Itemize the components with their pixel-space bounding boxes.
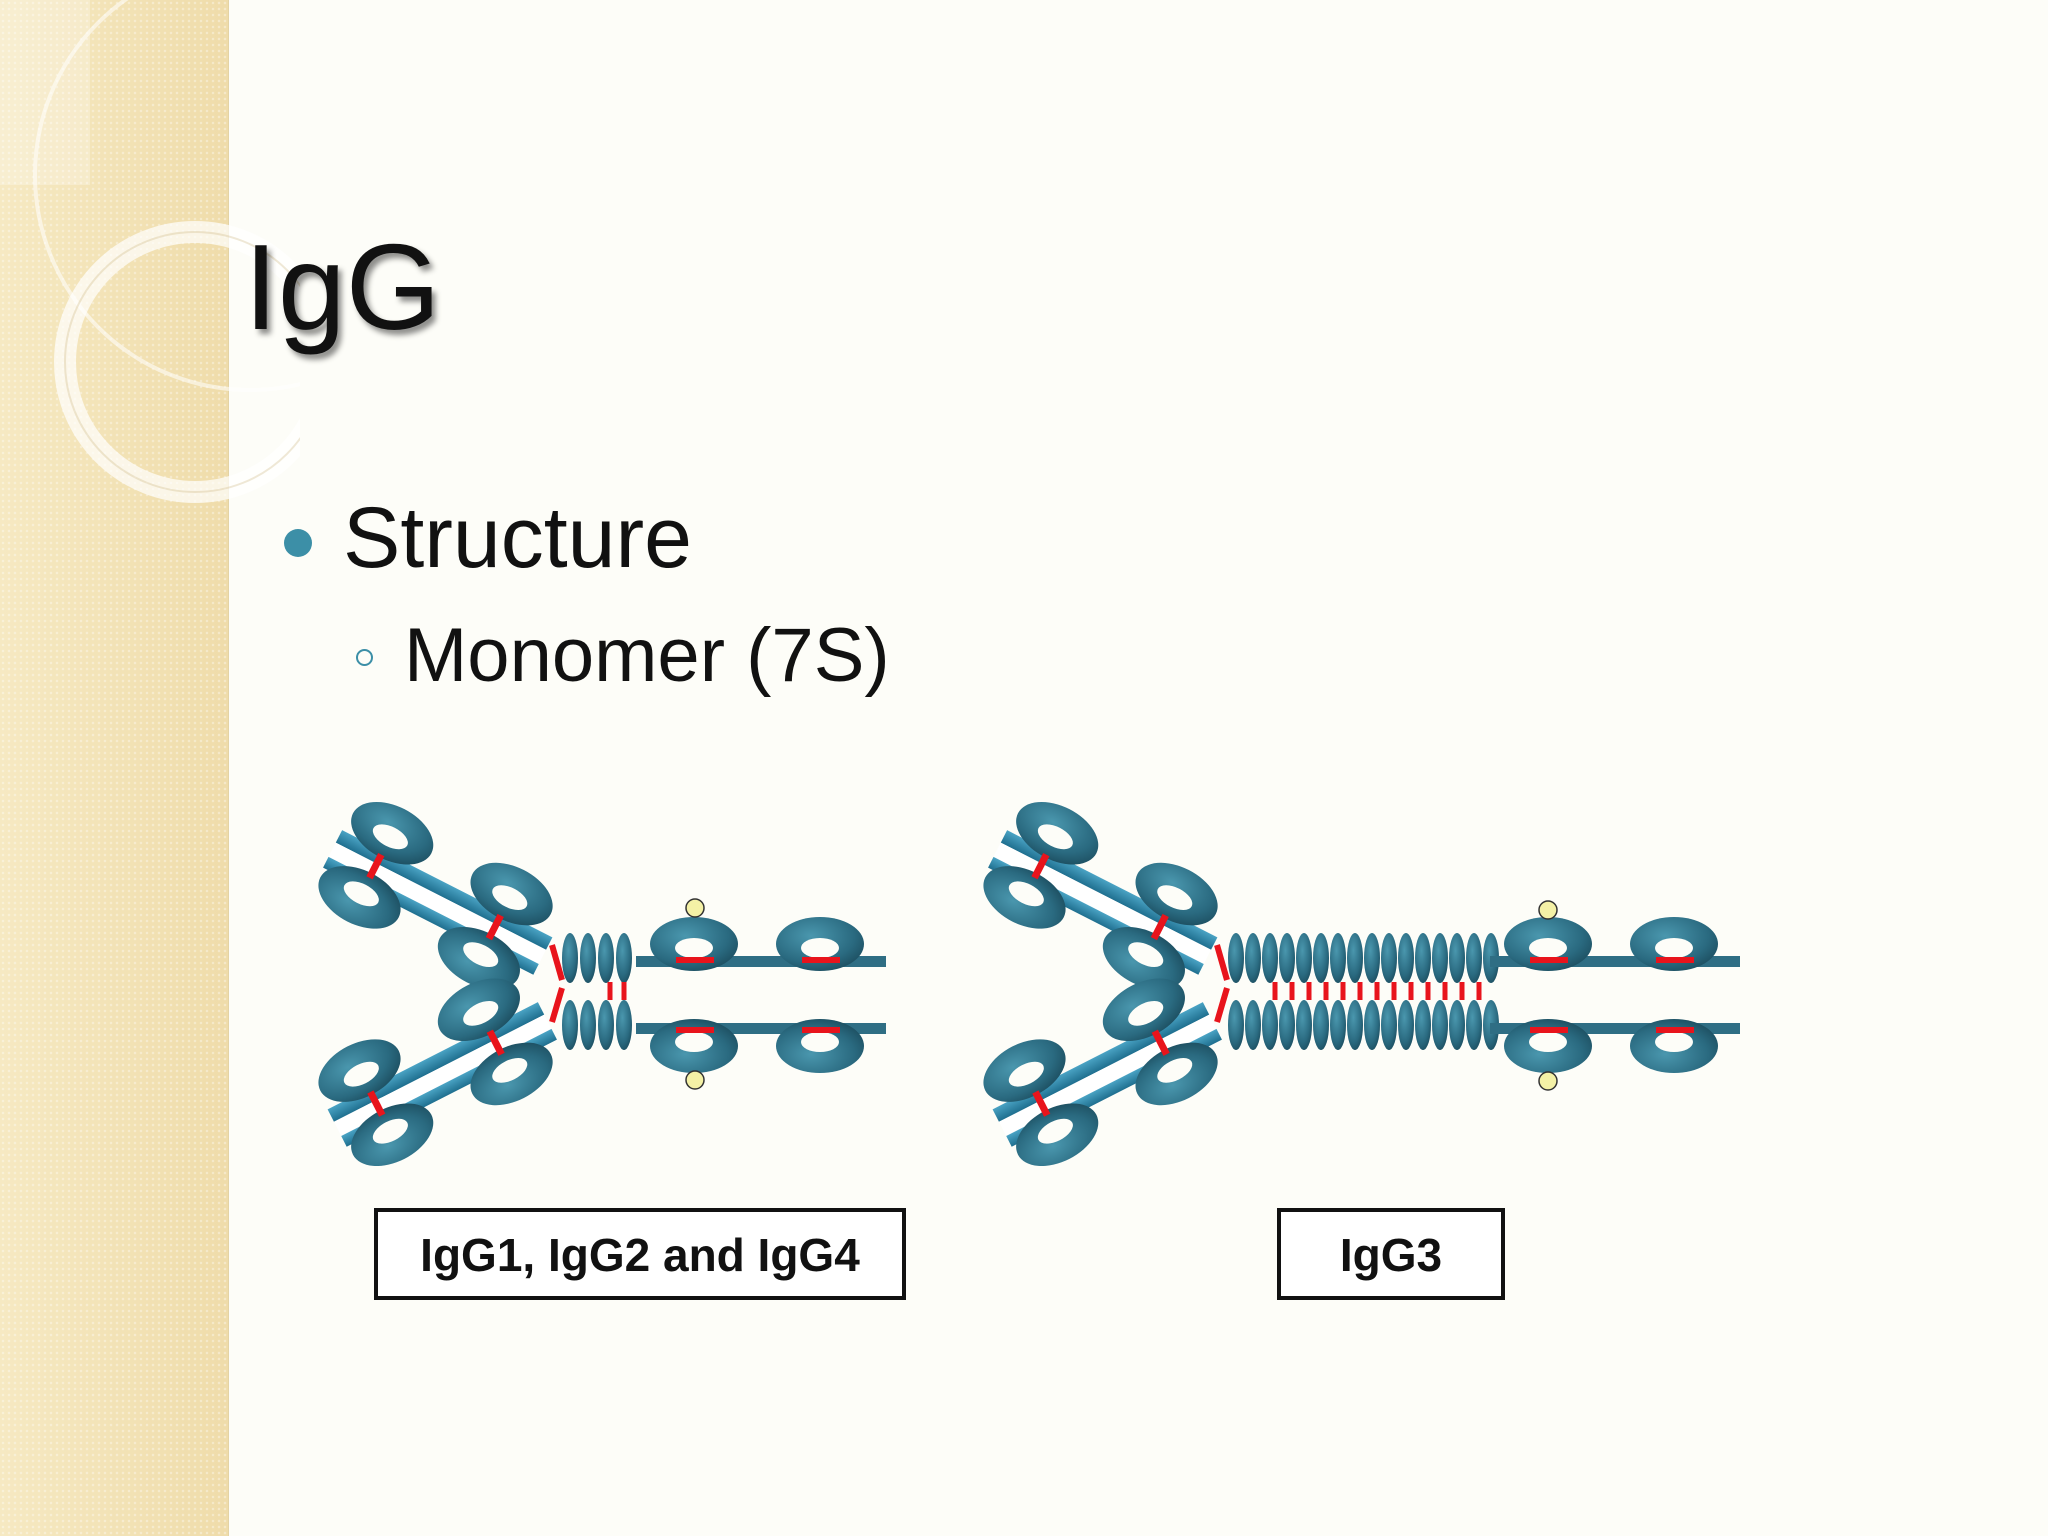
slide-title: IgG <box>244 219 441 355</box>
decorative-rings <box>0 0 300 503</box>
molecule-igg3 <box>971 788 1740 1179</box>
label-igg3: IgG3 <box>1277 1208 1505 1300</box>
label-igg3-text: IgG3 <box>1339 1229 1443 1281</box>
sidebar-decoration <box>0 0 300 1536</box>
bullet-structure: Structure <box>343 490 692 586</box>
label-igg1-igg2-igg4-text: IgG1, IgG2 and IgG4 <box>420 1229 860 1281</box>
label-igg1-igg2-igg4: IgG1, IgG2 and IgG4 <box>374 1208 906 1300</box>
bullet-marker <box>284 529 312 557</box>
molecule-igg1-igg2-igg4 <box>306 788 886 1179</box>
sub-bullet-monomer: Monomer (7S) <box>404 613 890 698</box>
sub-bullet-marker <box>356 649 373 666</box>
